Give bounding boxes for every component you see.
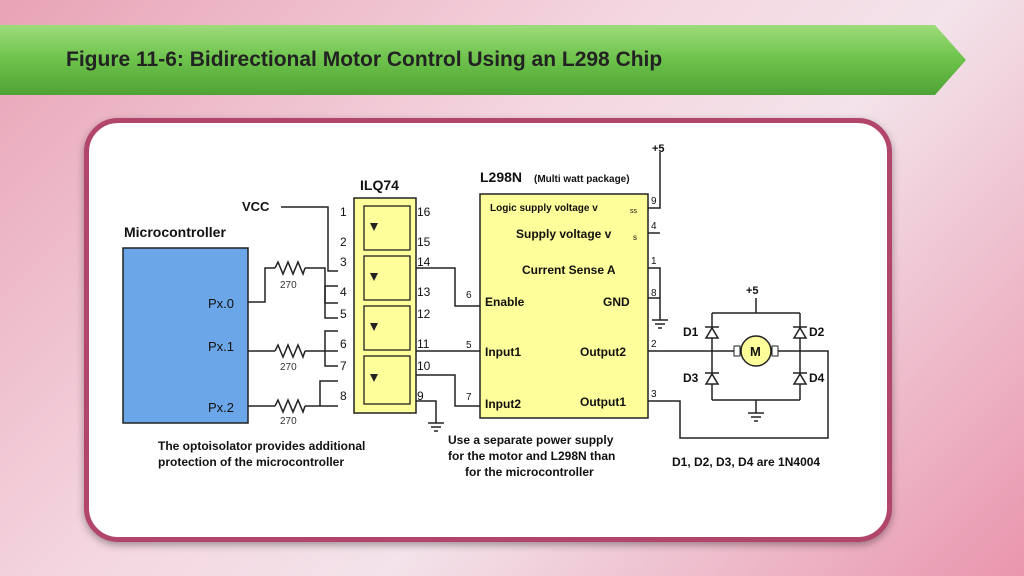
resistor-0-label: 270: [280, 280, 297, 291]
svg-text:2: 2: [340, 235, 347, 249]
vcc-label: VCC: [242, 199, 270, 214]
output2-label: Output2: [580, 345, 626, 359]
gnd-label: GND: [603, 295, 630, 309]
svg-text:2: 2: [651, 339, 657, 350]
note-power-line1: Use a separate power supply: [448, 433, 614, 447]
opto-channels: [363, 205, 411, 405]
svg-text:5: 5: [340, 307, 347, 321]
supply-top-label: +5: [652, 143, 665, 155]
note-opto-line1: The optoisolator provides additional: [158, 439, 365, 453]
svg-text:4: 4: [651, 221, 657, 232]
note-power-line2: for the motor and L298N than: [448, 449, 615, 463]
microcontroller-block: [122, 247, 249, 424]
note-opto-line2: protection of the microcontroller: [158, 455, 344, 469]
svg-text:4: 4: [340, 285, 347, 299]
svg-text:11: 11: [417, 337, 430, 351]
svg-text:5: 5: [466, 340, 472, 351]
svg-text:8: 8: [340, 389, 347, 403]
diode-d4-label: D4: [809, 371, 825, 385]
svg-text:10: 10: [417, 359, 431, 373]
diode-d2-label: D2: [809, 325, 825, 339]
resistor-1-label: 270: [280, 362, 297, 373]
note-diode-types: D1, D2, D3, D4 are 1N4004: [672, 455, 820, 469]
svg-text:7: 7: [340, 359, 347, 373]
output1-label: Output1: [580, 395, 626, 409]
svg-text:6: 6: [466, 290, 472, 301]
ground-symbol-opto: [428, 422, 444, 432]
enable-label: Enable: [485, 295, 525, 309]
svg-text:9: 9: [651, 196, 657, 207]
svg-text:15: 15: [417, 235, 431, 249]
svg-text:9: 9: [417, 389, 424, 403]
svg-text:8: 8: [651, 288, 657, 299]
note-power-line3: for the microcontroller: [465, 465, 594, 479]
svg-text:12: 12: [417, 307, 431, 321]
motor-terminal-left: [733, 345, 741, 357]
svg-text:6: 6: [340, 337, 347, 351]
supply-bridge-label: +5: [746, 285, 759, 297]
pin-px1: Px.1: [208, 339, 234, 354]
resistor-2: [274, 398, 306, 415]
microcontroller-label: Microcontroller: [124, 224, 226, 240]
svg-text:14: 14: [417, 255, 431, 269]
optoisolator-name: ILQ74: [360, 177, 399, 193]
svg-text:3: 3: [651, 389, 657, 400]
resistor-0: [274, 260, 306, 277]
svg-text:1: 1: [651, 256, 657, 267]
slide-title: Figure 11-6: Bidirectional Motor Control…: [66, 48, 663, 71]
title-banner: [0, 25, 968, 97]
motor-label: M: [750, 344, 761, 359]
opto-led-triangles: [370, 223, 378, 382]
pin-px2: Px.2: [208, 400, 234, 415]
banner-arrow-shape: [0, 25, 966, 95]
supply-voltage-sub: s: [633, 233, 637, 242]
resistor-1: [274, 343, 306, 360]
circuit-svg: Microcontroller Px.0 Px.1 Px.2 VCC: [120, 138, 850, 486]
opto-pin-numbers: 1 2 3 4 5 6 7 8 16 15 14 13 12 11 10 9: [340, 205, 431, 403]
input1-label: Input1: [485, 345, 521, 359]
input2-label: Input2: [485, 397, 521, 411]
svg-text:1: 1: [340, 205, 347, 219]
bridge-diode-bars: [705, 326, 807, 374]
svg-text:3: 3: [340, 255, 347, 269]
ground-symbol-bridge: [748, 412, 764, 422]
motor-terminal-right: [771, 345, 779, 357]
pin-px0: Px.0: [208, 296, 234, 311]
svg-text:7: 7: [466, 392, 472, 403]
driver-pin-numbers: 6 5 7 9 4 1 8 2 3: [466, 196, 657, 403]
ground-symbol-driver: [652, 319, 668, 329]
diode-d3-label: D3: [683, 371, 699, 385]
logic-supply-label: Logic supply voltage v: [490, 203, 598, 214]
resistor-2-label: 270: [280, 416, 297, 427]
circuit-diagram: Microcontroller Px.0 Px.1 Px.2 VCC: [120, 138, 850, 486]
motor-symbol: [740, 335, 772, 367]
diode-d1-label: D1: [683, 325, 699, 339]
bridge-diodes: [704, 326, 808, 385]
svg-text:16: 16: [417, 205, 431, 219]
logic-supply-sub: ss: [630, 208, 638, 215]
current-sense-label: Current Sense A: [522, 263, 616, 277]
supply-voltage-label: Supply voltage v: [516, 227, 612, 241]
driver-package: (Multi watt package): [534, 174, 630, 185]
driver-name: L298N: [480, 169, 522, 185]
svg-text:13: 13: [417, 285, 431, 299]
l298n-chip: [479, 193, 649, 419]
